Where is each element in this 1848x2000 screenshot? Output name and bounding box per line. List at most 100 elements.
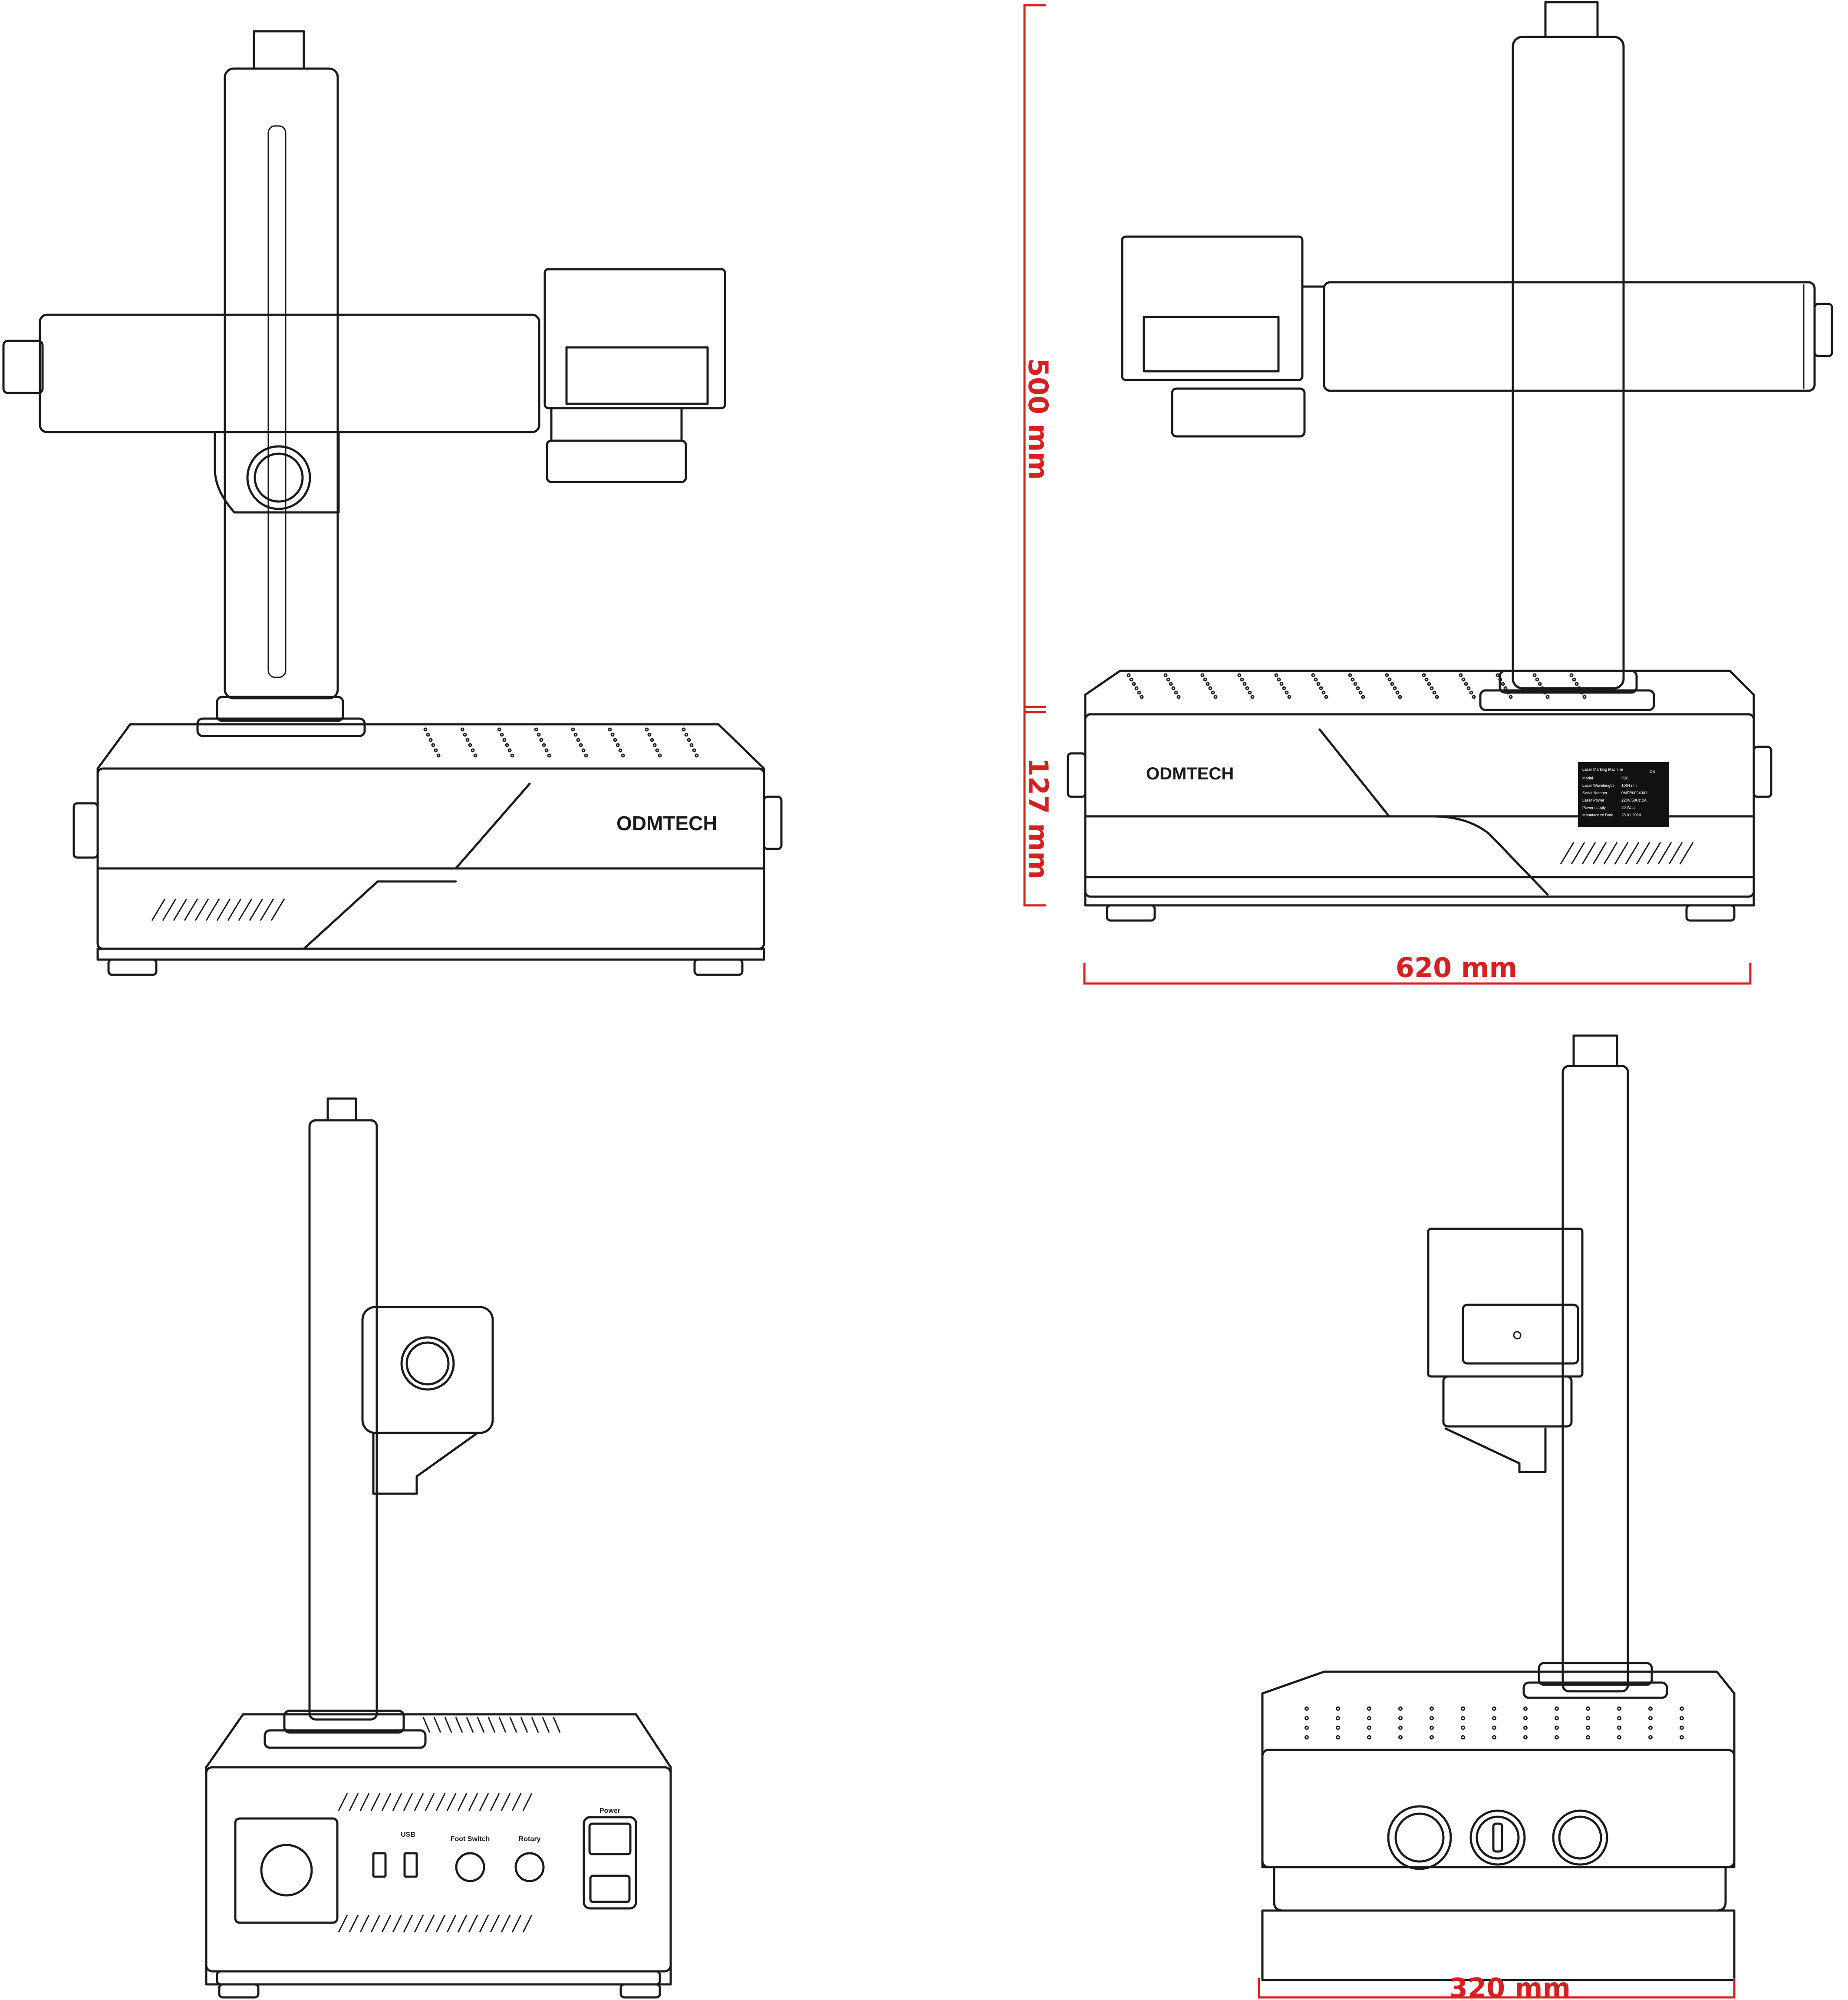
table-hole [692,748,696,752]
table-hole [500,733,504,737]
table-hole [1424,677,1429,682]
table-hole [579,743,583,747]
foot-left [107,958,158,976]
base-vent [338,1793,533,1811]
table-hole [1430,686,1434,690]
table-hole [1532,673,1537,677]
vent-slat [435,1914,446,1933]
vent-slat [392,1914,402,1933]
table-hole [1163,673,1168,677]
table-hole [473,753,478,758]
foot-right [619,1983,661,1999]
table-hole [1282,686,1286,690]
column-cap [1544,1,1599,38]
base-accent-slash [1318,728,1390,818]
brand-logo: ODMTECH [1146,764,1234,783]
table-hole [1617,1706,1621,1711]
table-hole [1336,1716,1340,1720]
table-hole [1285,690,1289,695]
power-module [583,1816,637,1910]
emergency-stop[interactable] [1387,1805,1452,1870]
nameplate-value: 1064 nm [1621,783,1637,788]
table-hole [618,748,623,752]
table-hole [1324,695,1328,699]
table-hole [571,727,575,732]
table-hole [1134,686,1139,690]
vent-slat [414,1793,424,1811]
base-lower [1273,1866,1727,1912]
nameplate-label: Serial Number [1582,791,1608,795]
table-hole [428,738,433,742]
table-hole [1648,1726,1653,1730]
table-hole [463,733,467,737]
dimension-label-500: 500 mm [1022,358,1054,480]
table-hole [547,753,551,758]
table-hole [682,727,686,732]
table-hole [1206,682,1210,686]
table-hole [1523,1716,1528,1720]
dimension-height: 500 mm 127 mm [1022,4,1054,907]
arm-end-knob [2,340,44,394]
table-hole [1387,677,1392,682]
power-switch[interactable] [589,1875,631,1903]
vent-slat [522,1914,533,1933]
table-hole [650,738,654,742]
usb-port[interactable] [372,1852,387,1878]
table-hole [1361,695,1365,699]
base-bottom-plate [1084,876,1755,907]
key-switch[interactable] [1469,1809,1526,1866]
table-hole [1543,690,1547,695]
column-cap [326,1097,357,1122]
rear-port-panel [234,1817,339,1924]
table-hole [1367,1716,1371,1720]
laser-head [1121,235,1304,381]
vent-slat [151,898,166,921]
table-hole [1319,686,1323,690]
table-hole [695,753,699,758]
power-label: Power [600,1807,620,1815]
vent-slat [468,1914,478,1933]
table-hole [423,727,428,732]
rotary-port[interactable] [514,1852,545,1882]
table-hole [1176,695,1181,699]
start-button[interactable] [1552,1809,1608,1866]
table-hole [1496,673,1500,677]
table-hole [1501,682,1505,686]
column-foot [283,1710,405,1734]
table-hole [1492,1735,1496,1739]
table-hole [1398,1735,1403,1739]
nameplate: Laser Marking Machine CE Model K20 Laser… [1578,762,1669,827]
table-hole [1348,673,1352,677]
table-hole [1245,686,1249,690]
column-flange [1522,1681,1668,1699]
dimension-label-620: 620 mm [1396,952,1517,983]
vent-slat [1636,842,1650,865]
table-hole [1540,686,1545,690]
nameplate-title: Laser Marking Machine [1582,767,1623,772]
top-rib [422,1717,431,1733]
dimension-line-127 [1023,712,1046,907]
table-hole [1129,677,1133,682]
foot-switch-port[interactable] [455,1852,485,1882]
nameplate-ce: CE [1650,769,1655,774]
base-top [96,723,765,870]
view-side: 320 mm [1258,1034,1736,2000]
table-hole [655,748,659,752]
base-vent [338,1914,533,1933]
table-hole [1503,686,1508,690]
dimension-line-620 [1083,963,1752,985]
table-hole [1555,1735,1559,1739]
table-hole [542,743,546,747]
column [224,67,339,700]
dimension-line-320 [1258,1978,1736,1999]
table-hole [1580,690,1584,695]
laser-head-mount [550,407,683,442]
usb-port[interactable] [403,1852,418,1878]
table-hole [647,733,652,737]
power-socket[interactable] [588,1822,632,1855]
vent-slat [479,1793,489,1811]
table-hole [1398,1716,1403,1720]
table-hole [689,743,694,747]
table-hole [1545,695,1550,699]
horizontal-arm [39,314,540,433]
